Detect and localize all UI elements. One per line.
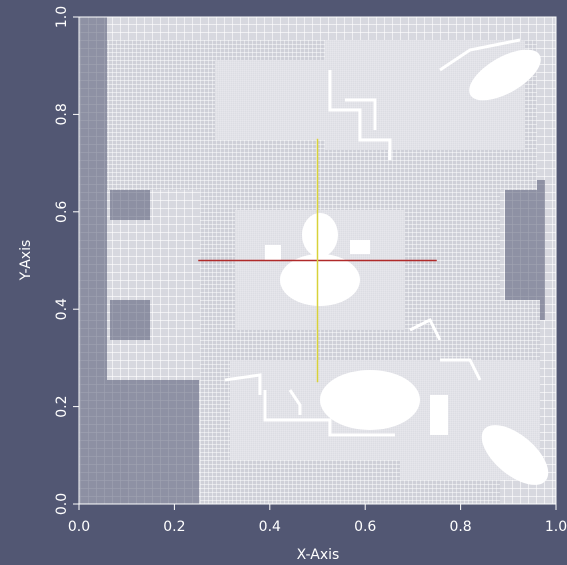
y-axis-title: Y-Axis (18, 240, 34, 282)
x-tick-label: 0.4 (259, 519, 281, 535)
y-tick-label: 1.0 (54, 6, 70, 28)
y-tick-label: 0.0 (54, 493, 70, 515)
x-tick-label: 0.0 (68, 519, 90, 535)
x-axis-ticks: 0.0 0.2 0.4 0.6 0.8 1.0 (68, 504, 567, 535)
y-tick-label: 0.6 (54, 201, 70, 223)
plot-border (78, 16, 557, 505)
y-tick-label: 0.4 (54, 298, 70, 320)
x-axis-title: X-Axis (297, 547, 340, 563)
y-tick-label: 0.2 (54, 395, 70, 417)
mesh-plot-area (78, 16, 557, 505)
y-axis-ticks: 0.0 0.2 0.4 0.6 0.8 1.0 (54, 6, 79, 515)
x-tick-label: 0.2 (163, 519, 185, 535)
x-tick-label: 0.6 (354, 519, 376, 535)
refined-fine-zones (215, 40, 540, 480)
x-tick-label: 1.0 (545, 519, 567, 535)
y-tick-label: 0.8 (54, 103, 70, 125)
refinement-boundaries (224, 38, 521, 437)
refined-features (265, 49, 549, 485)
x-tick-label: 0.8 (449, 519, 471, 535)
